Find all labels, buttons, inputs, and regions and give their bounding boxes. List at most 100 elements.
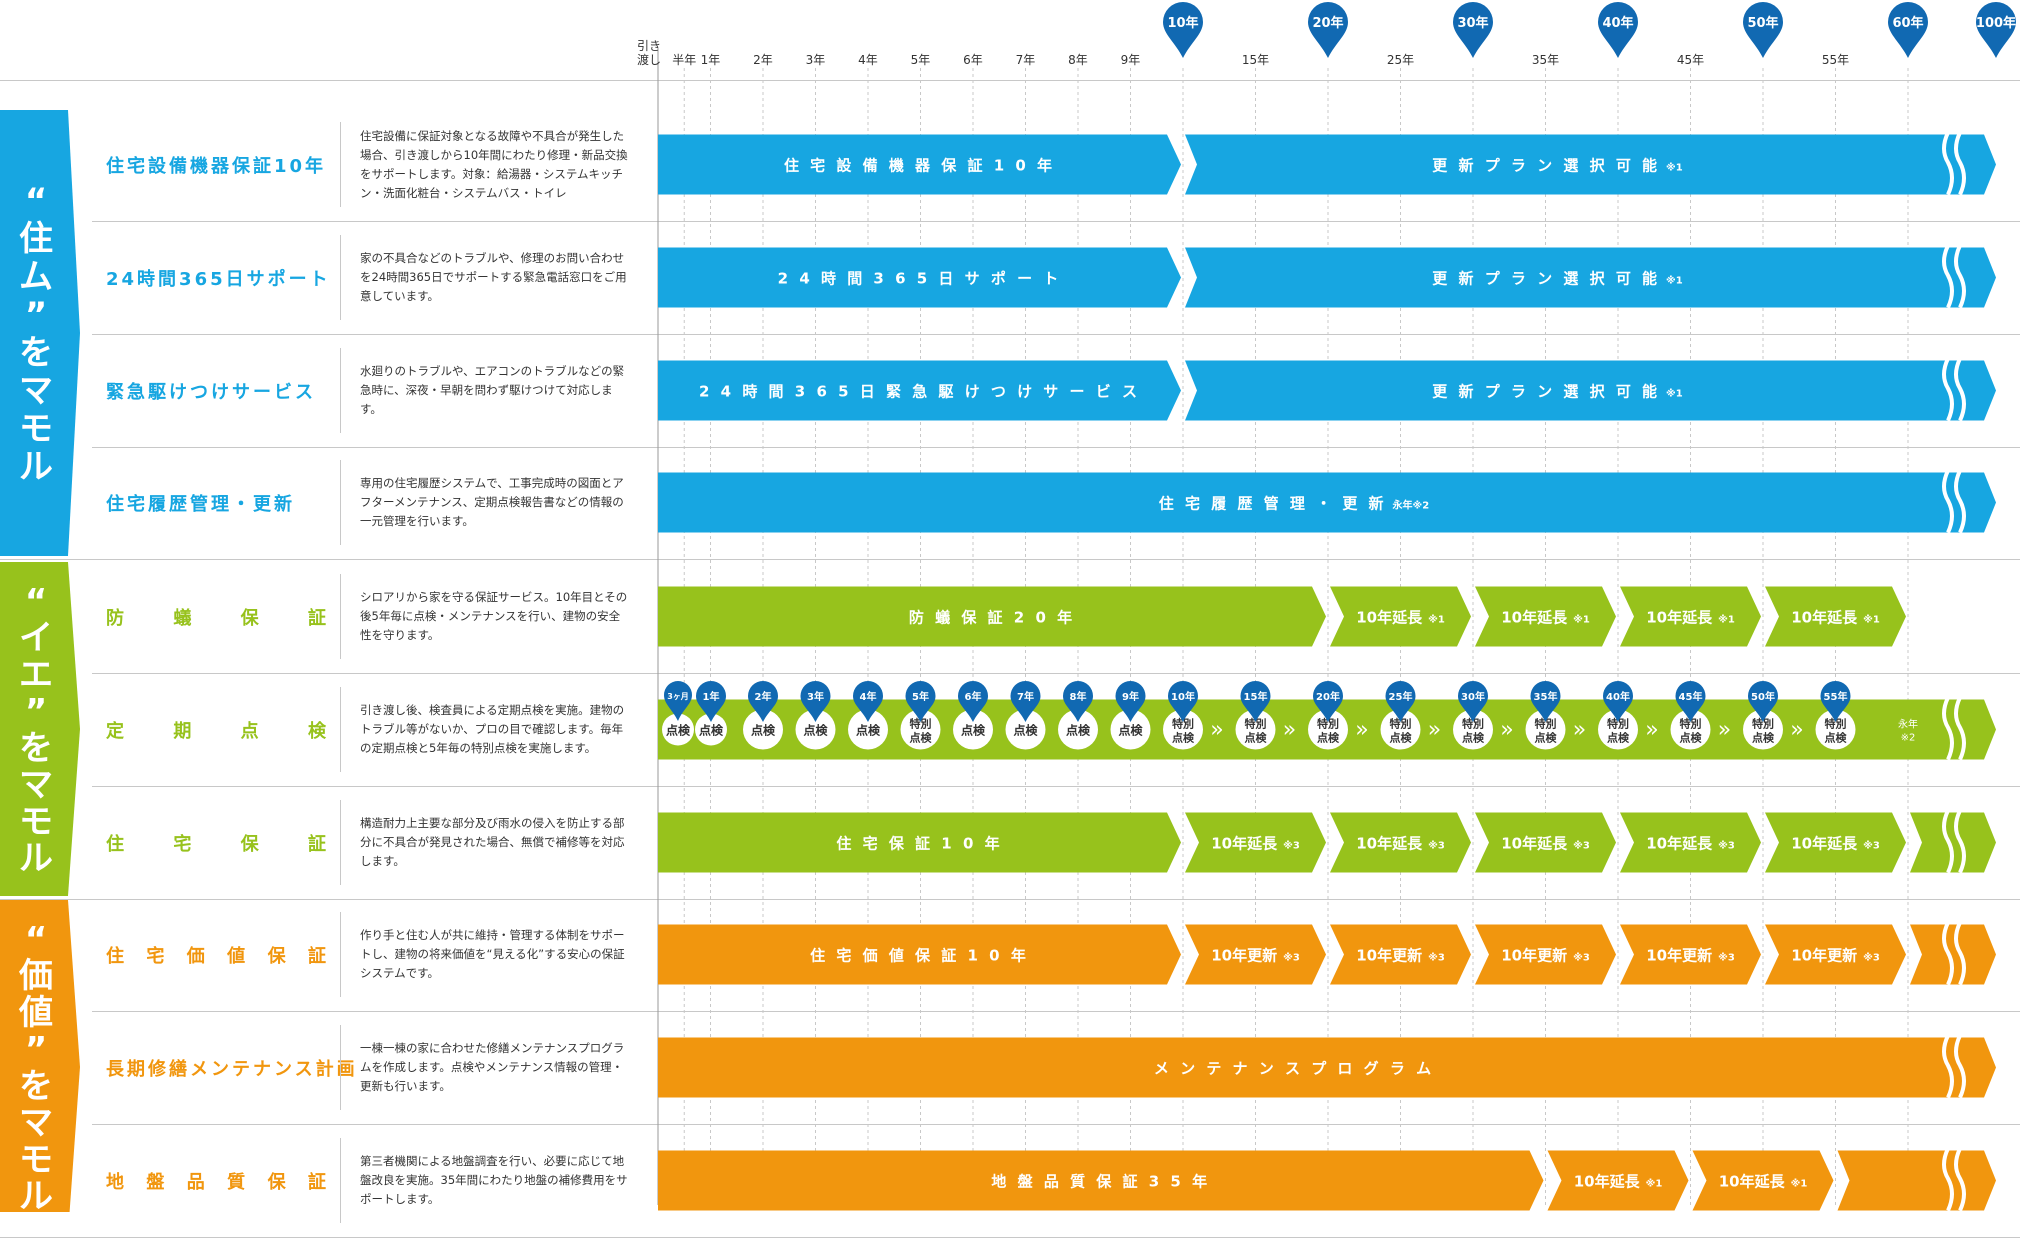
axis-separator (0, 80, 2020, 81)
axis-tick-label: 半年 (672, 53, 696, 67)
category-title-char: “ (25, 581, 47, 621)
axis-tick-label: 55年 (1822, 53, 1849, 67)
inspection-label: 点検 (1752, 731, 1775, 745)
inspection-pin-label: 10年 (1171, 690, 1195, 703)
inspection-label: 点検 (1013, 723, 1038, 738)
label-divider (340, 912, 341, 997)
segment-label: 10年更新※3 (1211, 947, 1300, 965)
category-title-char: マ (19, 1103, 53, 1143)
category-title-char: 値 (18, 993, 53, 1033)
inspection-circle (743, 709, 783, 750)
row-separator (92, 1124, 2020, 1125)
inspection-circle (1235, 709, 1276, 750)
inspection-pin: 30年 (1458, 681, 1488, 722)
service-description: シロアリから家を守る保証サービス。10年目とその後5年毎に点検・メンテナンスを行… (360, 590, 628, 642)
service-row: 住 宅 履 歴 管 理 ・ 更 新永年※2 (658, 469, 1996, 534)
inspection-pin-label: 55年 (1824, 690, 1848, 703)
axis-start-label: 引き (637, 39, 661, 53)
inspection-pin: 8年 (1063, 681, 1093, 722)
service-row: 2 4 時 間 3 6 5 日 緊 急 駆 け つ け サ ー ビ ス更 新 プ… (658, 357, 1996, 422)
inspection-circle (1005, 709, 1046, 750)
inspection-circle (695, 713, 727, 746)
inspection-marker: 特別点検»30年 (1453, 681, 1514, 750)
continuation-break-mark (1942, 244, 1954, 309)
service-description: 水廻りのトラブルや、エアコンのトラブルなどの緊急時に、深夜・早朝を問わず駆けつけ… (360, 364, 625, 416)
segment-arrow (1475, 924, 1616, 985)
category-title-char: マ (19, 765, 53, 805)
segment-arrow (1620, 586, 1761, 647)
axis-milestone-pin: 30年 (1453, 2, 1493, 58)
segment-label: 住 宅 価 値 保 証 1 0 年 (810, 947, 1029, 965)
inspection-pin: 5年 (905, 681, 936, 722)
category-title-char: 価 (18, 956, 53, 996)
inspection-label: 点検 (751, 723, 776, 738)
segment-arrow (658, 134, 1181, 195)
chevron-icon: » (1790, 718, 1803, 743)
inspection-circle (1163, 709, 1203, 750)
axis-start-label: 渡し (637, 52, 661, 67)
timeline-segment: 10年延長※1 (1765, 586, 1906, 647)
timeline-segment: 10年延長※1 (1692, 1150, 1834, 1211)
inspection-pin: 7年 (1010, 681, 1041, 722)
segment-label: 10年延長※1 (1646, 609, 1735, 627)
inspection-pin: 3年 (800, 681, 831, 722)
segment-arrow (1910, 812, 1996, 873)
continuation-break-mark (1942, 1147, 1954, 1212)
timeline-segment: 10年延長※3 (1185, 812, 1326, 873)
segment-arrow (658, 586, 1326, 647)
category-title-char: ル (19, 839, 53, 879)
timeline-segment: 10年延長※1 (1547, 1150, 1689, 1211)
segment-arrow (1475, 586, 1616, 647)
segment-label: 住 宅 履 歴 管 理 ・ 更 新永年※2 (1159, 495, 1430, 513)
service-name: 長期修繕メンテナンス計画 (106, 1058, 358, 1080)
category-separator (0, 559, 2020, 560)
timeline-segment: 10年延長※1 (1330, 586, 1471, 647)
timeline-segment: メ ン テ ナ ン ス プ ロ グ ラ ム (658, 1034, 1996, 1099)
segment-label: 更 新 プ ラ ン 選 択 可 能※1 (1432, 157, 1683, 175)
axis-tick-label: 2年 (753, 53, 773, 67)
continuation-break-mark (1954, 244, 1966, 309)
timeline-segment: 10年更新※3 (1185, 924, 1326, 985)
axis-tick-label: 45年 (1677, 53, 1704, 67)
timeline-segment: 更 新 プ ラ ン 選 択 可 能※1 (1185, 131, 1996, 196)
service-description: 引き渡し後、検査員による定期点検を実施。建物のトラブル等がないか、プロの目で確認… (360, 703, 625, 755)
service-description: 構造耐力上主要な部分及び雨水の侵入を防止する部分に不具合が発見された場合、無償で… (360, 816, 625, 868)
inspection-pin: 10年 (1168, 681, 1198, 722)
label-divider (340, 348, 341, 433)
timeline-segment: 防 蟻 保 証 2 0 年 (658, 586, 1326, 647)
continuation-break-mark (1942, 469, 1954, 534)
timeline-segment: 10年延長※3 (1765, 812, 1906, 873)
chevron-icon: » (1283, 718, 1296, 743)
segment-arrow (1910, 924, 1996, 985)
segment-arrow (658, 924, 1181, 985)
category-title-char: イ (19, 618, 53, 658)
category-title-char: を (19, 1066, 53, 1106)
continuation-break-mark (1942, 1034, 1954, 1099)
segment-label: 10年延長※3 (1646, 835, 1735, 853)
segment-arrow (658, 1037, 1996, 1098)
inspection-pin: 1年 (696, 681, 726, 722)
category-title-char: “ (25, 181, 47, 221)
timeline-segment: 10年更新※3 (1765, 924, 1906, 985)
inspection-label: 特別 (1825, 717, 1847, 731)
inspection-label: 特別 (1317, 717, 1339, 731)
label-divider (340, 460, 341, 545)
segment-label: 住 宅 保 証 1 0 年 (836, 835, 1002, 853)
inspection-label: 点検 (1462, 731, 1485, 745)
continuation-break-mark (1954, 469, 1966, 534)
axis-tick-label: 25年 (1387, 53, 1414, 67)
axis-tick-label: 6年 (963, 53, 983, 67)
inspection-pin-label: 8年 (1070, 690, 1087, 703)
service-name: 防蟻保証 (106, 607, 326, 629)
inspection-pin-label: 3ヶ月 (667, 692, 689, 701)
service-description: 一棟一棟の家に合わせた修繕メンテナンスプログラムを作成します。点検やメンテナンス… (360, 1041, 625, 1093)
segment-arrow (658, 812, 1181, 873)
timeline-segment: 10年延長※3 (1330, 812, 1471, 873)
row-separator (92, 786, 2020, 787)
timeline-segment: 10年延長※3 (1475, 812, 1616, 873)
